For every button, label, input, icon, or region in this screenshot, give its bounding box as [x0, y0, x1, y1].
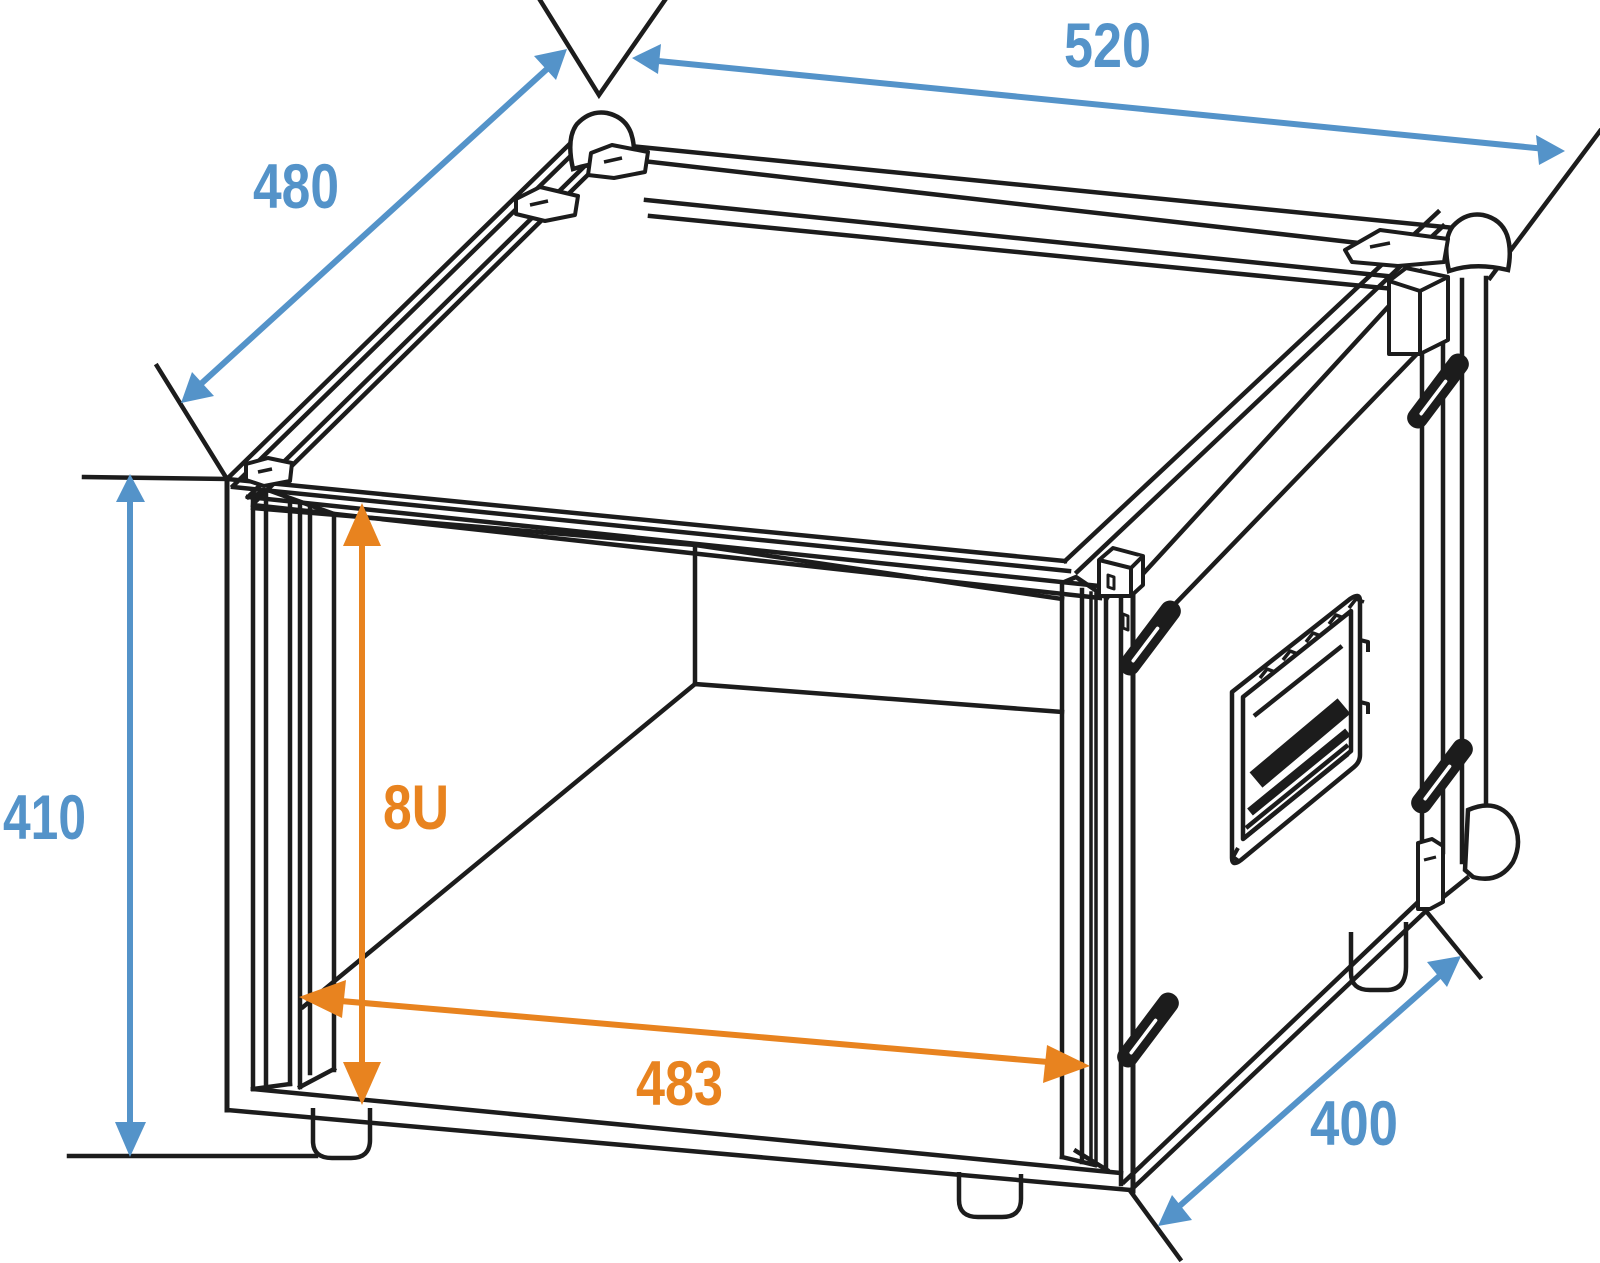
svg-text:483: 483 [636, 1049, 723, 1119]
svg-text:520: 520 [1064, 11, 1151, 81]
svg-text:480: 480 [253, 152, 339, 222]
svg-text:410: 410 [3, 783, 86, 853]
svg-text:400: 400 [1310, 1089, 1398, 1159]
svg-text:8U: 8U [383, 773, 449, 843]
